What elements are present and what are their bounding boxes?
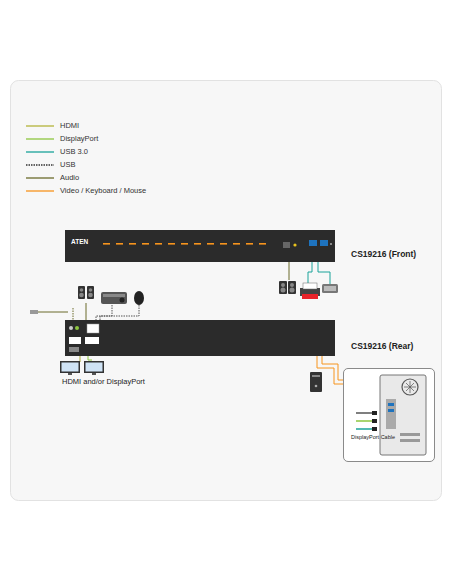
rear-peripherals bbox=[30, 286, 144, 314]
legend-line bbox=[26, 175, 54, 181]
legend-text: Audio bbox=[60, 173, 79, 182]
kvm-unit: ATENCS19216 (Front) bbox=[65, 230, 335, 262]
legend-line bbox=[26, 123, 54, 129]
monitors bbox=[60, 361, 104, 375]
rear-panel-left bbox=[65, 320, 335, 356]
legend-entry: USB 3.0 bbox=[26, 145, 146, 158]
cable-label: DisplayPort Cable bbox=[351, 435, 395, 441]
legend-line bbox=[26, 136, 54, 142]
front-wires bbox=[289, 262, 330, 284]
front-peripherals bbox=[279, 281, 338, 299]
legend-line bbox=[26, 149, 54, 155]
background-panel bbox=[11, 81, 442, 501]
callout-box: DisplayPort Cable bbox=[343, 368, 435, 462]
computer-icon bbox=[310, 372, 322, 392]
legend-text: DisplayPort bbox=[60, 134, 98, 143]
legend-entry: HDMI bbox=[26, 119, 146, 132]
legend-entry: Audio bbox=[26, 171, 146, 184]
legend-entry: DisplayPort bbox=[26, 132, 146, 145]
computer-tower bbox=[344, 369, 434, 461]
kvm-unit: CS19216 (Rear) bbox=[65, 320, 335, 356]
front-panel bbox=[65, 230, 335, 262]
cable-connector bbox=[317, 356, 343, 384]
legend-entry: Video / Keyboard / Mouse bbox=[26, 184, 146, 197]
legend-line bbox=[26, 188, 54, 194]
legend-entry: USB bbox=[26, 158, 146, 171]
legend-text: USB bbox=[60, 160, 75, 169]
legend: HDMI DisplayPortUSB 3.0USB AudioVideo / Ke… bbox=[26, 119, 146, 197]
port-caption: HDMI and/or DisplayPort bbox=[62, 377, 145, 386]
brand-logo: ATEN bbox=[71, 239, 88, 246]
legend-line bbox=[26, 162, 54, 168]
legend-text: USB 3.0 bbox=[60, 147, 88, 156]
unit-label: CS19216 (Rear) bbox=[351, 342, 413, 351]
unit-label: CS19216 (Front) bbox=[351, 250, 416, 259]
legend-text: Video / Keyboard / Mouse bbox=[60, 186, 146, 195]
legend-text: HDMI bbox=[60, 121, 79, 130]
